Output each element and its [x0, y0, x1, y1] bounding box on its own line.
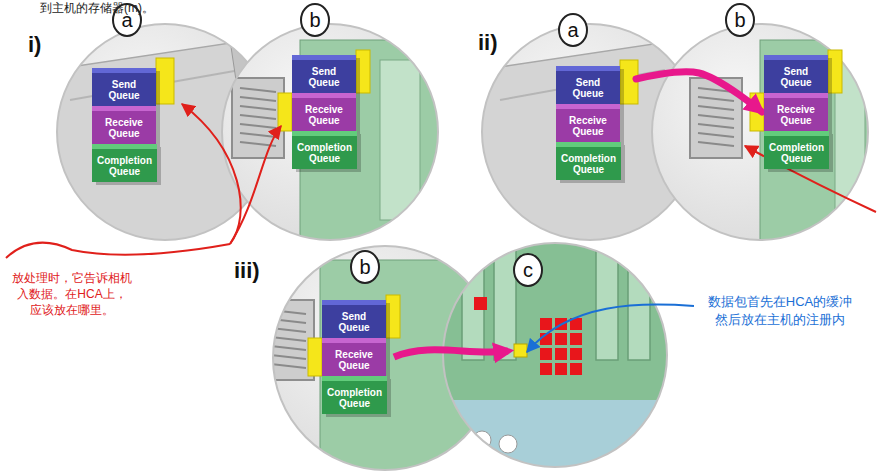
memory-circle [440, 240, 680, 475]
send-queue-block: Send Queue [292, 55, 356, 93]
send-queue-block: Send Queue [322, 300, 386, 338]
send-queue-block: Send Queue [764, 55, 828, 93]
panel-number: i) [28, 30, 41, 60]
card-circle [652, 24, 878, 250]
receive-queue-block: Receive Queue [764, 93, 828, 131]
node-text: Send Queue [108, 79, 139, 101]
panel-number: ii) [478, 28, 498, 58]
node-text: Completion Queue [297, 142, 352, 164]
data-packet [156, 50, 842, 376]
node-text: Completion Queue [97, 155, 152, 177]
transfer-arrow [636, 72, 762, 112]
node-text: Completion Queue [327, 387, 382, 409]
note-text: 到主机的存储器(m)。 [40, 0, 154, 16]
receive-queue-block: Receive Queue [92, 106, 156, 144]
panel-number: iii) [234, 256, 260, 286]
receive-queue-block: Receive Queue [292, 93, 356, 131]
node-text: a [567, 19, 578, 41]
node-text: b [359, 256, 370, 278]
node-text: Send Queue [572, 77, 603, 99]
node-text: Completion Queue [561, 153, 616, 175]
node-text: Receive Queue [305, 104, 343, 126]
node-text: Send Queue [780, 66, 811, 88]
node-text: Completion Queue [769, 142, 824, 164]
send-queue-block: Send Queue [556, 66, 620, 104]
node-text: Receive Queue [105, 117, 143, 139]
node-text: b [309, 9, 320, 31]
send-queue-block: Send Queue [92, 68, 156, 106]
note-text: 放处理时，它告诉相机 入数据。在HCA上， 应该放在哪里。 [2, 270, 142, 319]
completion-queue-block: Completion Queue [764, 131, 829, 169]
receive-queue-block: Receive Queue [322, 338, 386, 376]
completion-queue-block: Completion Queue [292, 131, 357, 169]
node-text: Receive Queue [569, 115, 607, 137]
callout-letter: c [513, 253, 543, 287]
callout-letter: b [725, 3, 755, 37]
receive-queue-block: Receive Queue [556, 104, 620, 142]
completion-queue-block: Completion Queue [556, 142, 621, 180]
callout-letter: a [558, 13, 588, 47]
node-text: b [734, 9, 745, 31]
note-text: 数据包首先在HCA的缓冲 然后放在主机的注册内 [700, 293, 860, 328]
completion-queue-block: Completion Queue [322, 376, 387, 414]
completion-queue-block: Completion Queue [92, 144, 157, 182]
card-circle [222, 24, 450, 250]
node-text: Receive Queue [335, 349, 373, 371]
leader-line [6, 104, 876, 258]
node-text: Receive Queue [777, 104, 815, 126]
node-text: Send Queue [338, 311, 369, 333]
leader-line [527, 304, 694, 352]
node-text: Send Queue [308, 66, 339, 88]
node-text: c [523, 259, 533, 281]
callout-letter: b [350, 250, 380, 284]
transfer-arrow [394, 350, 508, 357]
callout-letter: b [300, 3, 330, 37]
